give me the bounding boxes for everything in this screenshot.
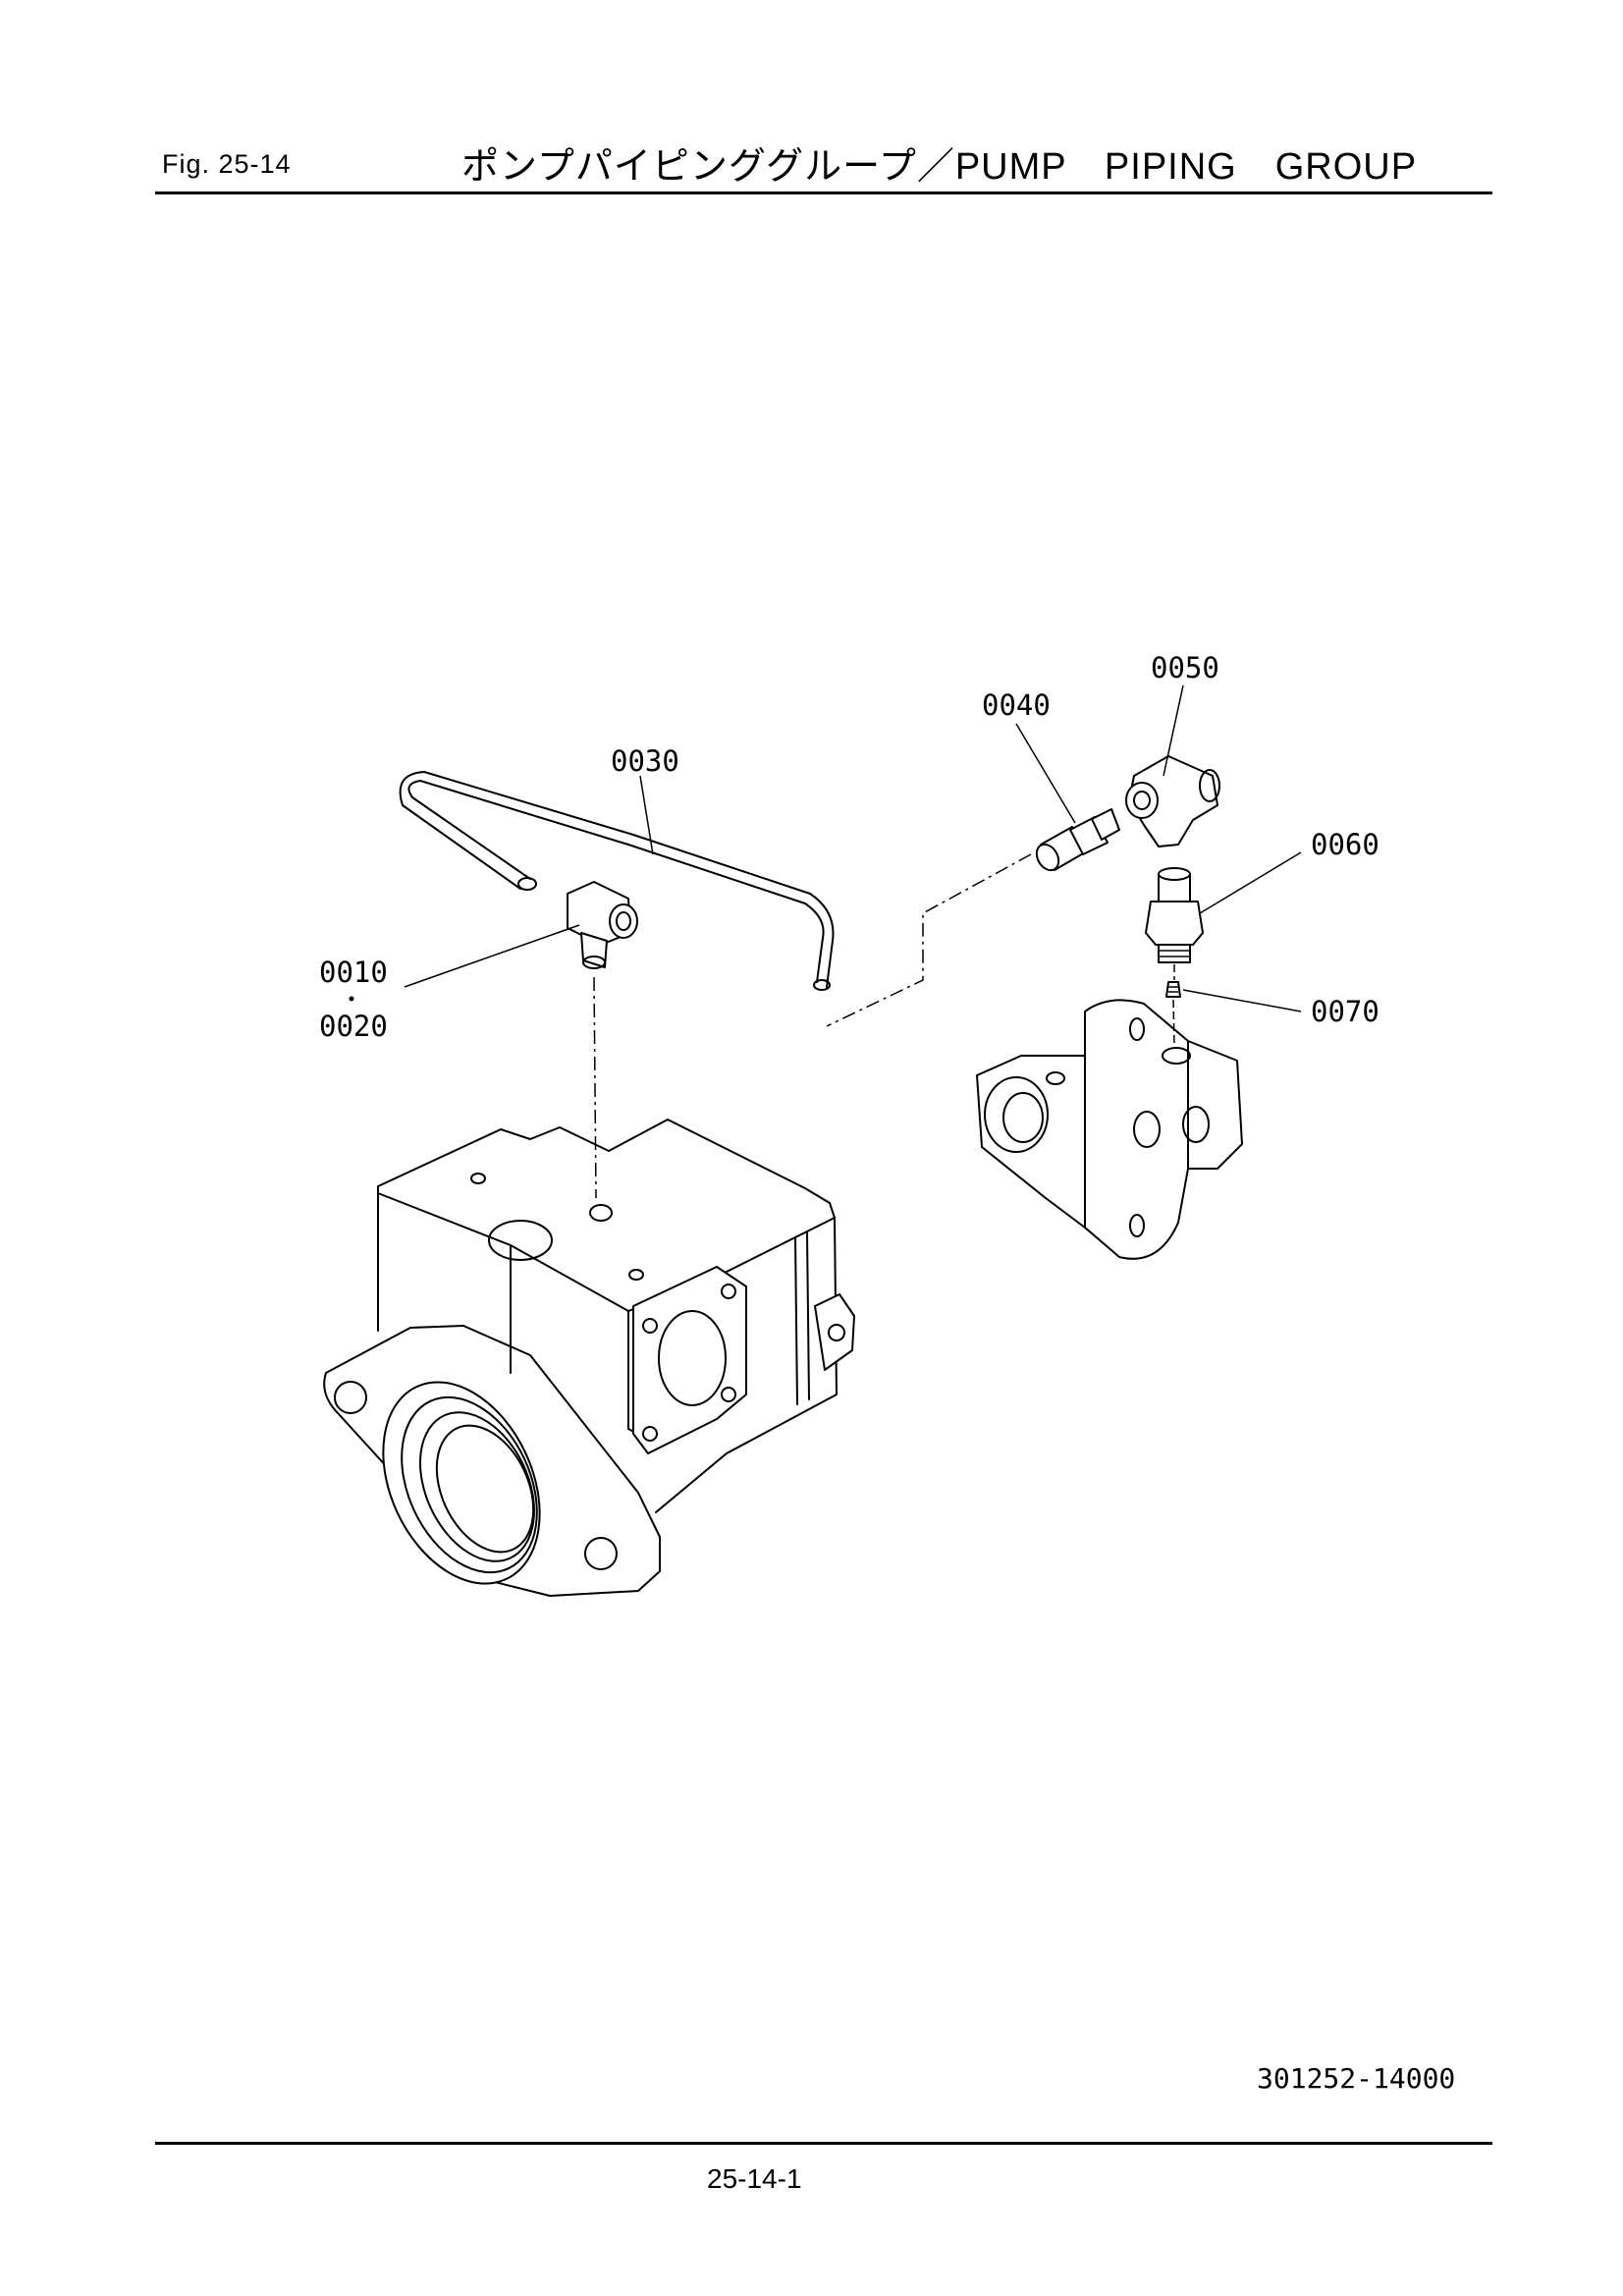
callout-0060: 0060 <box>1311 828 1380 861</box>
leader-lines <box>404 684 1302 1199</box>
footer-rule <box>155 2142 1492 2145</box>
connector-part-0060 <box>1145 867 1204 963</box>
page-title: ポンプパイピンググループ／PUMP PIPING GROUP <box>461 146 1418 188</box>
callout-0070: 0070 <box>1311 995 1380 1028</box>
callout-0010: 0010 <box>319 956 388 989</box>
valve-block <box>976 999 1243 1260</box>
page-number: 25-14-1 <box>707 2163 802 2194</box>
callout-0030: 0030 <box>611 744 679 778</box>
callout-0020: 0020 <box>319 1010 388 1043</box>
callout-0040: 0040 <box>982 688 1051 722</box>
callout-separator-dot <box>349 996 354 1002</box>
adapter-part-0040 <box>1035 808 1120 872</box>
pump-housing <box>323 1119 855 1597</box>
drawing-number: 301252-14000 <box>1257 2062 1456 2095</box>
plug-part-0070 <box>1165 981 1181 998</box>
elbow-fitting-part-0010 <box>567 881 638 969</box>
header-rule <box>155 191 1492 194</box>
pipe-part-0030 <box>399 771 835 991</box>
figure-label: Fig. 25-14 <box>162 149 292 179</box>
callout-0050: 0050 <box>1151 651 1219 684</box>
tee-fitting-part-0050 <box>1125 755 1220 847</box>
